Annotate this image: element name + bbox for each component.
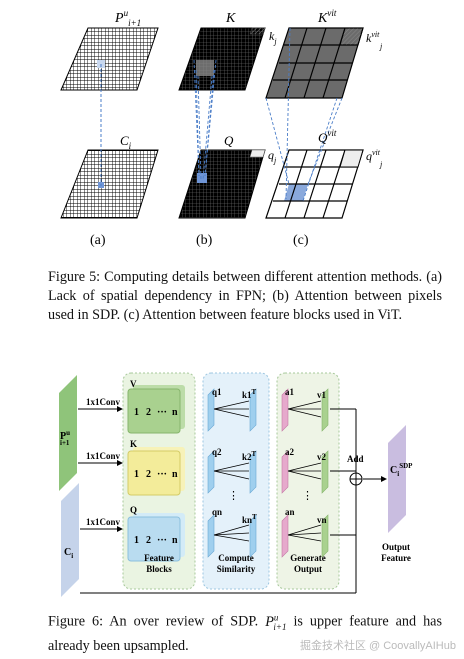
figure-6-caption: Figure 6: An over review of SDP. Pui+1 i…	[48, 608, 442, 656]
block-row-q	[127, 513, 185, 562]
figure-5: Pui+1 Ci K kj Q qj Kvit kvitj Qvit qvitj…	[60, 8, 383, 248]
panel-c-lower-grid	[265, 149, 364, 219]
k2-label: k2T	[242, 450, 257, 462]
cell-dots-k: ···	[157, 469, 167, 480]
conv-label-1: 1x1Conv	[86, 397, 121, 407]
conv-arrows	[78, 406, 123, 532]
cell-n-k: n	[172, 469, 178, 480]
label-k-b: K	[225, 11, 236, 26]
v-blocks	[321, 388, 329, 558]
watermark: 掘金技术社区 @ CoovallyAIHub	[299, 640, 456, 652]
vdots-output: ⋮	[302, 490, 313, 502]
panel-b-lower-grid	[178, 149, 266, 219]
qn-label: qn	[212, 507, 222, 517]
vdots-similarity: ⋮	[228, 490, 239, 502]
v1-label: v1	[317, 390, 327, 400]
panel-label-a: (a)	[90, 233, 106, 248]
label-q-b: Q	[224, 133, 234, 148]
q-blocks	[207, 388, 215, 558]
row-letter-k: K	[130, 439, 137, 449]
a2-label: a2	[285, 447, 295, 457]
label-qj-b: qj	[268, 148, 277, 165]
label-qjvit-c: qvitj	[366, 148, 383, 169]
conv-label-3: 1x1Conv	[86, 517, 121, 527]
panel-b-connectors	[193, 59, 217, 181]
figure-5-caption: Figure 5: Computing details between diff…	[48, 269, 442, 323]
kn-label: knT	[242, 513, 257, 525]
vn-label: vn	[317, 515, 327, 525]
caption-6-math: Pui+1	[265, 612, 287, 632]
output-c-label: CiSDP	[390, 462, 413, 478]
input-p-slab	[59, 375, 77, 491]
cell-1-q: 1	[134, 535, 139, 546]
feature-blocks	[127, 385, 185, 562]
row-letter-q: Q	[130, 505, 137, 515]
a1-label: a1	[285, 387, 295, 397]
output-slab	[388, 425, 406, 533]
cell-2-k: 2	[146, 469, 151, 480]
label-kvit-c: Kvit	[317, 8, 337, 26]
panel-label-b: (b)	[196, 233, 213, 248]
label-qvit-c: Qvit	[318, 128, 337, 145]
cell-n-v: n	[172, 407, 178, 418]
v2-label: v2	[317, 452, 327, 462]
similarity-fans	[213, 400, 250, 542]
input-c-slab	[61, 483, 79, 597]
cell-2-q: 2	[146, 535, 151, 546]
panel-a-lower-grid	[60, 149, 159, 219]
label-c-a: Ci	[120, 133, 132, 151]
input-c-label: Ci	[64, 547, 73, 560]
block-row-v	[127, 385, 185, 434]
q2-label: q2	[212, 447, 222, 457]
panel-label-c: (c)	[293, 233, 309, 248]
caption-6-start: Figure 6: An over review of SDP.	[48, 613, 266, 630]
a-blocks	[281, 388, 289, 558]
cell-n-q: n	[172, 535, 178, 546]
cell-1-k: 1	[134, 469, 139, 480]
output-fans	[287, 400, 322, 542]
conv-label-2: 1x1Conv	[86, 451, 121, 461]
panel-b-upper-grid	[178, 27, 266, 91]
merge-lines	[80, 408, 387, 594]
panel-a-upper-grid	[60, 27, 159, 91]
k1-label: k1T	[242, 388, 257, 400]
panel-c-upper-grid	[265, 27, 364, 99]
block-row-k	[127, 447, 185, 496]
add-label: Add	[347, 454, 364, 464]
panel-c-connectors	[265, 27, 343, 202]
cell-1-v: 1	[134, 407, 139, 418]
k-blocks	[249, 388, 257, 558]
label-kjvit-c: kvitj	[366, 30, 383, 51]
cell-dots-v: ···	[157, 407, 167, 418]
cell-2-v: 2	[146, 407, 151, 418]
row-letter-v: V	[130, 379, 137, 389]
caption-6-end: is upper feature and has already been up…	[48, 613, 442, 654]
label-p-upper-a: Pui+1	[114, 8, 141, 28]
q1-label: q1	[212, 387, 222, 397]
label-kj-b: kj	[269, 29, 277, 46]
an-label: an	[285, 507, 295, 517]
cell-dots-q: ···	[157, 535, 167, 546]
